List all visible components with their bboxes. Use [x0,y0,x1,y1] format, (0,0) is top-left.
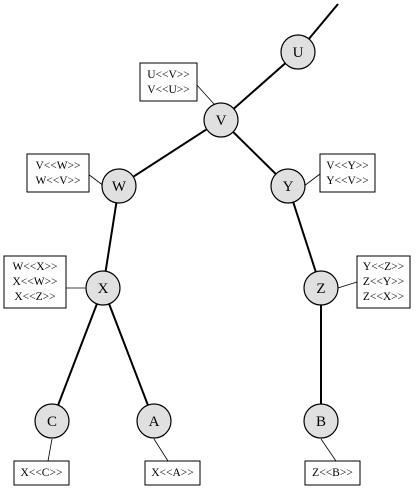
annotation-line: X<<C>> [21,467,63,479]
annotation-box-c: X<<C>> [13,460,70,486]
annotation-line: Z<<Y>> [363,276,404,288]
annotation-line: V<<U>> [147,84,190,96]
annotation-line: Z<<X>> [363,291,404,303]
node-label: W [112,179,127,195]
node-a: A [136,403,172,439]
node-label: Z [316,281,325,297]
annotation-line: Y<<Z>> [363,261,404,273]
node-label: C [47,414,57,430]
node-c: C [34,403,70,439]
annotation-line: X<<W>> [12,276,57,288]
annotation-line: U<<V>> [147,69,190,81]
node-label: X [98,281,109,297]
annotation-line: V<<W>> [35,160,80,172]
leader-c [47,438,53,462]
annotation-box-w: V<<W>> W<<V>> [26,153,90,193]
annotation-box-y: V<<Y>> Y<<V>> [319,153,376,193]
annotation-box-b: Z<<B>> [304,460,361,486]
node-label: V [216,113,227,129]
annotation-line: X<<Z>> [14,291,55,303]
node-label: A [149,414,160,430]
node-b: B [303,403,339,439]
leader-b [320,438,337,462]
leader-y [303,173,321,187]
annotation-box-x: W<<X>> X<<W>> X<<Z>> [3,255,67,309]
annotation-line: Z<<B>> [312,467,353,479]
edge-v-w [118,119,222,187]
node-x: X [85,270,121,306]
edge-x-c [51,287,104,422]
leader-a [153,438,169,462]
leader-w [87,173,105,187]
node-w: W [101,168,137,204]
node-label: U [293,45,304,61]
annotation-box-v: U<<V>> V<<U>> [139,62,198,102]
annotation-line: Y<<V>> [326,175,369,187]
node-u: U [280,34,316,70]
node-label: B [316,414,326,430]
annotation-box-a: X<<A>> [144,460,201,486]
node-y: Y [270,168,306,204]
annotation-line: W<<X>> [12,261,57,273]
annotation-line: V<<Y>> [326,160,369,172]
leader-v [195,83,215,105]
node-v: V [203,102,239,138]
annotation-line: X<<A>> [151,467,194,479]
annotation-line: W<<V>> [35,175,80,187]
edge-y-z [287,185,322,289]
leader-z [337,281,358,289]
node-label: Y [283,179,294,195]
leader-lines [47,83,358,462]
annotation-box-z: Y<<Z>> Z<<Y>> Z<<X>> [356,255,411,309]
edge-x-a [102,287,155,422]
node-z: Z [303,270,339,306]
